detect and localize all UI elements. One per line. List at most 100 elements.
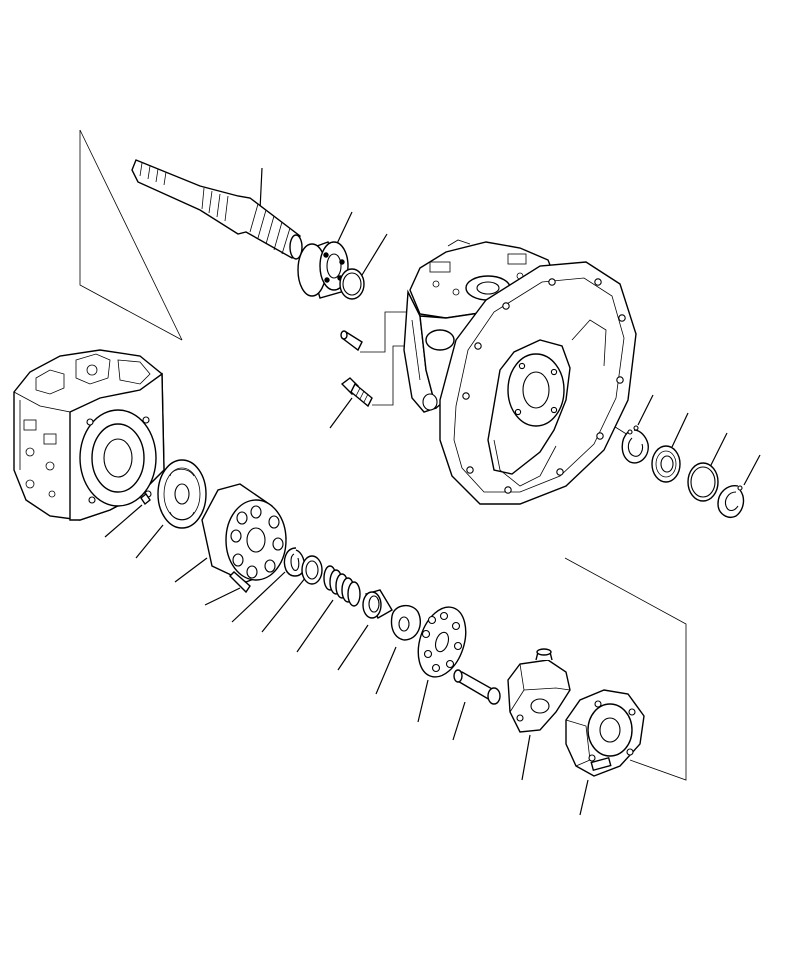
leader-shoe-plate-support [579,779,589,816]
oil-seal-bore [660,455,674,473]
guide-line-upper-left [79,129,183,341]
leader-spherical-bushing [375,646,397,695]
leader-block-spring [296,599,334,653]
valve-plate-port-upper [169,468,195,477]
shaft-bearing-ball [339,259,345,265]
drive-shaft [131,159,303,260]
pump-flange-inner-rim [453,277,625,493]
internal-snap-ring-lug [737,485,743,491]
retainer-plate-shoe-holes [421,611,463,673]
pump-flange-bolt-holes [462,278,626,494]
shoe-plate-support [565,689,645,777]
drive-shaft-splines [139,162,291,255]
leader-internal-snap-ring [743,454,761,486]
shoe-plate-support-edge [565,719,591,767]
oil-seal-lip [655,450,677,478]
pump-flange-lower-web [493,439,557,487]
oil-seal [651,445,681,483]
pump-case-side-port [425,329,455,351]
spring-snap-ring-inner [290,553,300,571]
shaft-bearing-bore [326,253,342,279]
leader-o-ring [709,432,728,468]
spherical-bushing [390,605,422,641]
shaft-bearing-ball [323,252,329,258]
housing-bolt-shank [350,382,373,408]
cylinder-block-bore [246,527,266,553]
pump-case-port-bore [476,281,500,295]
leader-shaft-snap-ring [361,233,388,276]
block-pin [229,571,251,594]
spring-seat-inner [305,560,319,580]
pump-case-with-flange [403,239,637,505]
o-ring [687,462,719,502]
spring-snap-ring [283,547,306,577]
shoe-plate-support-lug [590,756,612,772]
spherical-bushing-bore [398,616,410,632]
leader-spherical-bushing-seat [337,624,369,671]
leader-piston-shoe [452,701,466,741]
retaining-snap-ring-lug [633,425,639,431]
shaft-bearing-ball [324,277,330,283]
pump-case-drain [422,393,438,411]
swash-plate-hole [516,714,524,722]
valve-plate-port-lower [169,511,195,520]
guide-line-dowel [360,311,408,353]
leader-swash-plate [521,734,531,781]
valve-block-side-details [19,353,151,498]
leader-lines [104,167,761,816]
retaining-snap-ring-lug [627,429,633,435]
piston-shoe [453,669,501,705]
valve-plate [157,459,207,529]
valve-plate-bore [174,483,190,505]
spherical-bushing-seat [362,589,393,619]
retainer-plate [417,606,467,678]
shaft-snap-ring [339,268,365,300]
cylinder-block [201,483,287,583]
valve-block-bore [103,438,133,478]
leader-oil-seal [671,412,689,448]
retainer-plate-bore [434,631,450,653]
leader-spring-snap-ring [231,571,286,623]
leader-cylinder-block [174,557,208,583]
valve-plate-rim [163,467,201,521]
block-pin-body [229,571,251,594]
leader-retainer-plate [417,679,429,723]
spherical-bushing-seat-bore [368,595,380,613]
swash-plate-face-edge [523,687,571,691]
housing-bolt [340,377,373,408]
pump-flange-upper-web [571,319,607,367]
valve-block-housing [13,349,165,521]
block-spring-coil [347,581,361,607]
dowel-pin [340,330,363,352]
leader-retaining-snap-ring [637,394,654,426]
swash-plate-bore [530,698,550,714]
pump-flange-hub-holes [514,362,558,416]
swash-plate-boss-top [536,648,552,656]
shaft-snap-ring-inner [342,272,362,296]
retaining-snap-ring-inner [627,437,644,457]
pump-flange-hub-bore [522,371,550,409]
valve-plate-pin-body [140,492,151,506]
guide-line-bolt [372,345,408,406]
o-ring-inner [690,466,716,498]
housing-bolt-thread [355,387,369,403]
guide-line-lower-right-box [564,557,687,781]
leader-valve-plate-pin [104,504,143,538]
spring-seat [301,555,323,585]
dowel-pin-end [340,330,348,340]
swash-plate [507,648,571,733]
retaining-snap-ring [621,425,649,464]
internal-snap-ring-inner [724,491,739,512]
leader-spring-seat [261,576,307,633]
swash-plate-body [507,659,571,733]
piston-shoe-head [487,687,501,705]
leader-valve-plate [135,524,164,559]
guide-line-upper-left-box [79,130,183,341]
drive-shaft-end [289,234,303,260]
leader-housing-bolt [329,397,353,429]
shoe-plate-support-holes [588,700,636,762]
shoe-plate-support-bore [599,717,621,743]
leader-drive-shaft [259,167,263,211]
